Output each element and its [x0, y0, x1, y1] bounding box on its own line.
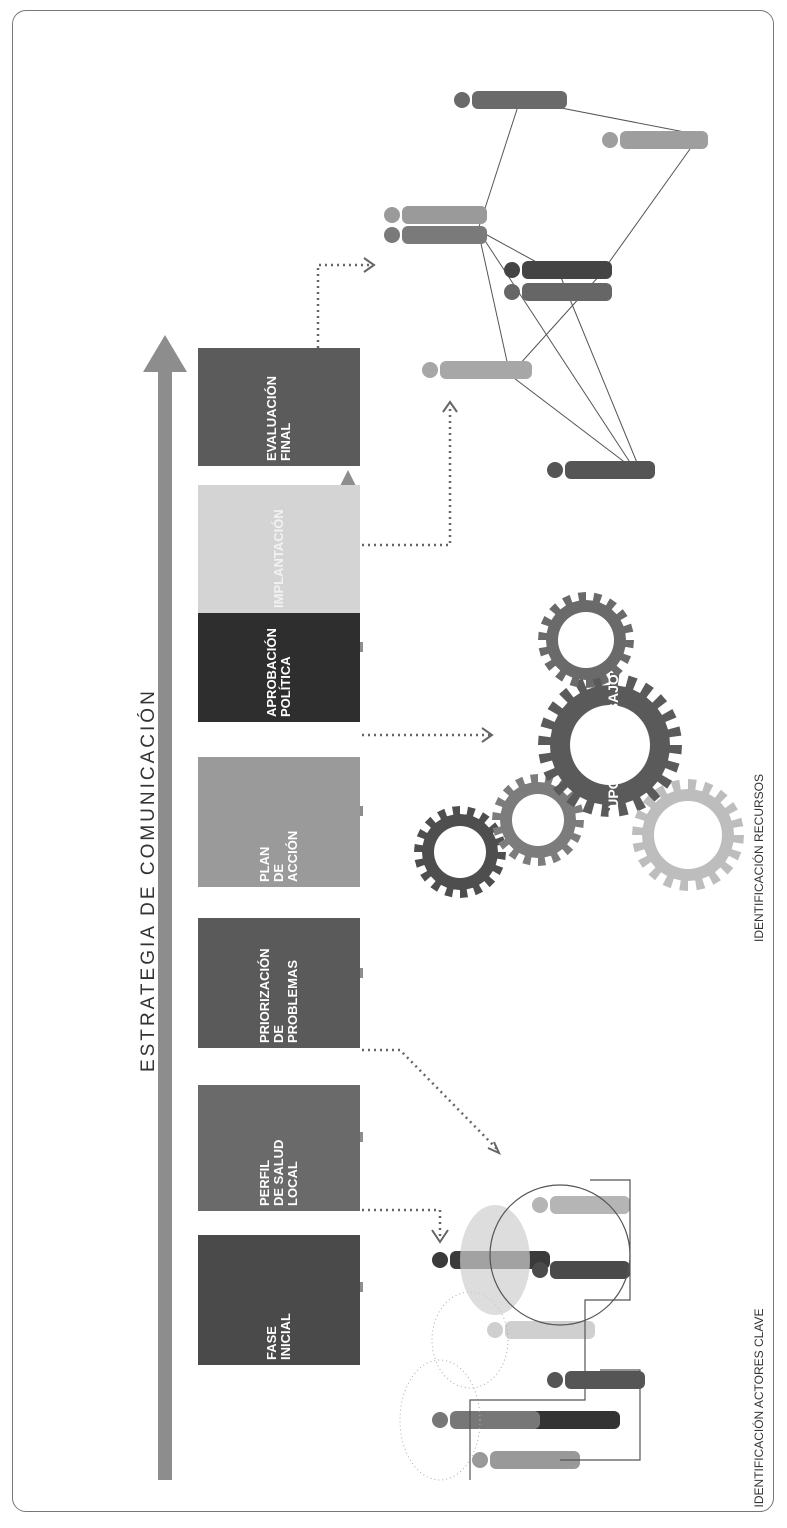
stage-box-perfil: [198, 1085, 360, 1211]
person-top-right: [454, 91, 567, 109]
actor-7: [432, 1411, 540, 1429]
gear-top: [538, 592, 634, 688]
person-group-top-1: [384, 206, 487, 224]
actors-cluster: [399, 1179, 641, 1481]
gear-center: [538, 673, 682, 817]
stage-box-aprobacion: [198, 592, 360, 722]
progress-arrow: [143, 335, 187, 1480]
person-light: [422, 361, 532, 379]
label-recursos: IDENTIFICACIÓN RECURSOS: [752, 774, 766, 943]
person-dark-1: [504, 261, 612, 279]
stage-box-evaluacion: [198, 348, 360, 466]
person-group-top-2: [384, 226, 487, 244]
gear-mid: [492, 774, 584, 866]
label-actores-clave: IDENTIFICACIÓN ACTORES CLAVE: [752, 1308, 766, 1508]
strategy-title: ESTRATEGIA DE COMUNICACIÓN: [138, 688, 159, 1072]
stage-box-implantacion: [198, 485, 360, 613]
dotted-connectors: [316, 263, 499, 1238]
actor-8: [472, 1451, 580, 1469]
dotted-arrowheads: [363, 257, 502, 1244]
gear-center-label: GRUPOS DE TRABAJO: [605, 674, 621, 830]
person-bottom: [547, 461, 655, 479]
gear-left: [414, 806, 506, 898]
stage-box-plan: [198, 757, 360, 887]
person-dark-2: [504, 283, 612, 301]
gears-cluster: GRUPOS DE TRABAJO: [414, 592, 744, 898]
person-far-right: [602, 131, 708, 149]
actor-5: [547, 1371, 645, 1389]
actor-4: [487, 1321, 595, 1339]
gear-right: [632, 779, 744, 891]
stage-box-fase-inicial: [198, 1235, 360, 1365]
actor-3: [532, 1196, 630, 1214]
stage-box-priorizacion: [198, 918, 360, 1048]
actor-2: [532, 1261, 630, 1279]
diagram-frame: [12, 10, 774, 1512]
